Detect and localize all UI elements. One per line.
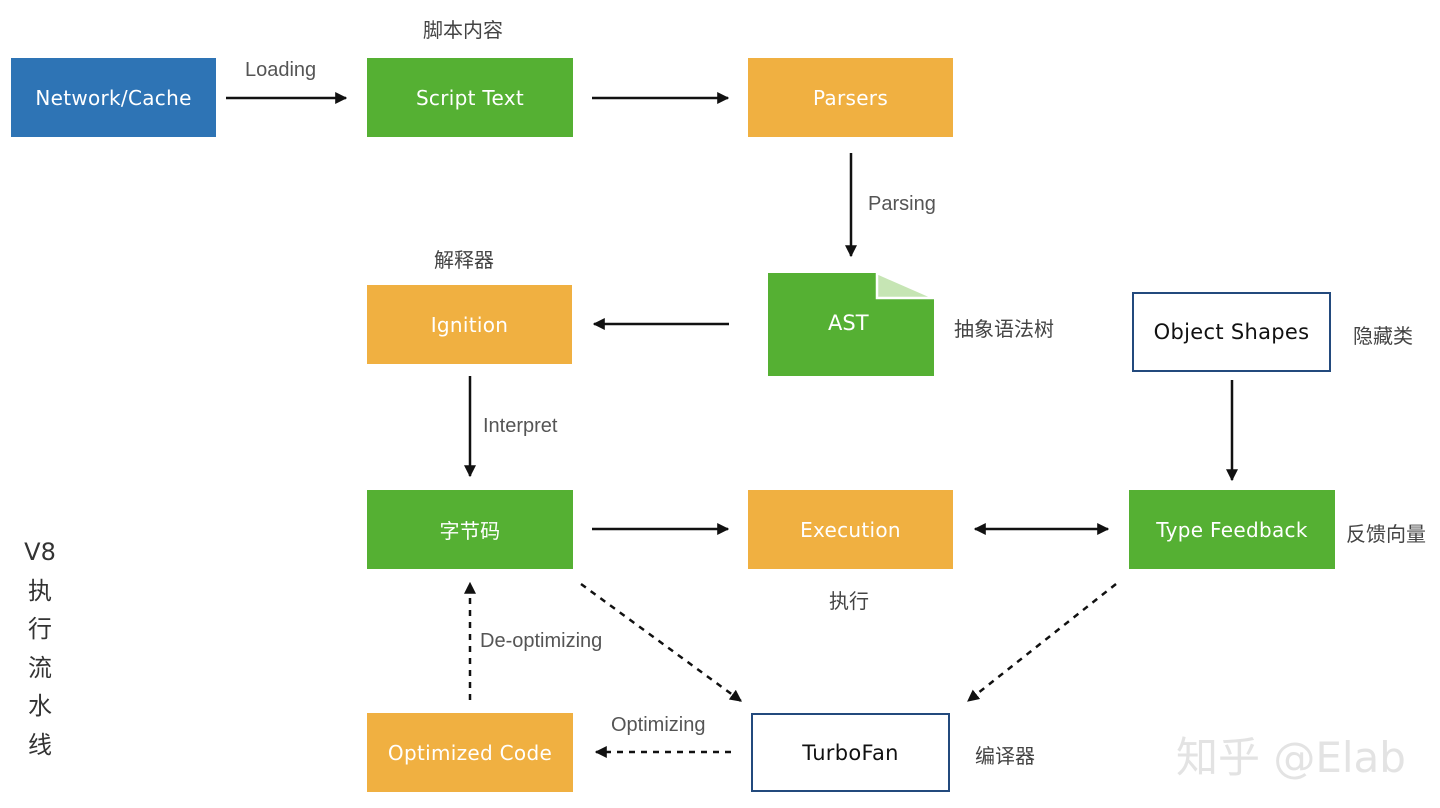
title-char: 行	[28, 615, 52, 643]
network-cache-node: Network/Cache	[11, 58, 216, 137]
title-char: 线	[28, 730, 52, 759]
execute-annotation: 执行	[829, 589, 869, 613]
diagram-title-vertical: V8 执 行 流 水 线	[22, 533, 58, 764]
hidden-class-annotation: 隐藏类	[1353, 324, 1413, 348]
script-text-label: Script Text	[415, 85, 525, 110]
ignition-node: Ignition	[367, 285, 572, 364]
type-feedback-node: Type Feedback	[1129, 490, 1335, 569]
script-content-annotation: 脚本内容	[423, 18, 503, 42]
script-text-node: Script Text	[367, 58, 573, 137]
turbofan-node: TurboFan	[751, 713, 950, 792]
deoptimizing-edge-label: De-optimizing	[480, 630, 603, 652]
title-char: 流	[28, 653, 52, 682]
watermark: 知乎 @Elab	[1176, 733, 1406, 782]
parsers-node: Parsers	[748, 58, 953, 137]
parsing-edge-label: Parsing	[868, 193, 936, 215]
title-char: 水	[28, 692, 52, 720]
interpreter-annotation: 解释器	[434, 248, 494, 272]
arrow-feedback-to-turbofan	[967, 583, 1117, 702]
ast-annotation: 抽象语法树	[954, 317, 1054, 341]
ast-label: AST	[828, 311, 869, 335]
parsers-label: Parsers	[812, 85, 889, 110]
optimized-code-label: Optimized Code	[387, 740, 553, 765]
object-shapes-node: Object Shapes	[1132, 292, 1331, 372]
arrow-bytecode-to-turbofan	[580, 582, 742, 703]
bytecode-node: 字节码	[367, 490, 573, 569]
title-char: 执	[28, 576, 52, 605]
loading-edge-label: Loading	[245, 59, 317, 81]
optimizing-edge-label: Optimizing	[611, 714, 706, 736]
execution-label: Execution	[800, 517, 901, 542]
object-shapes-label: Object Shapes	[1153, 320, 1310, 344]
interpret-edge-label: Interpret	[483, 415, 558, 437]
ast-folded-corner	[875, 271, 935, 300]
execution-node: Execution	[748, 490, 953, 569]
network-cache-label: Network/Cache	[35, 85, 192, 110]
optimized-code-node: Optimized Code	[367, 713, 573, 792]
compiler-annotation: 编译器	[975, 744, 1035, 768]
turbofan-label: TurboFan	[802, 740, 899, 765]
bytecode-label: 字节码	[439, 519, 501, 543]
feedback-vector-annotation: 反馈向量	[1346, 522, 1426, 546]
title-char: V8	[24, 538, 56, 566]
ignition-label: Ignition	[430, 312, 509, 337]
type-feedback-label: Type Feedback	[1156, 517, 1308, 542]
